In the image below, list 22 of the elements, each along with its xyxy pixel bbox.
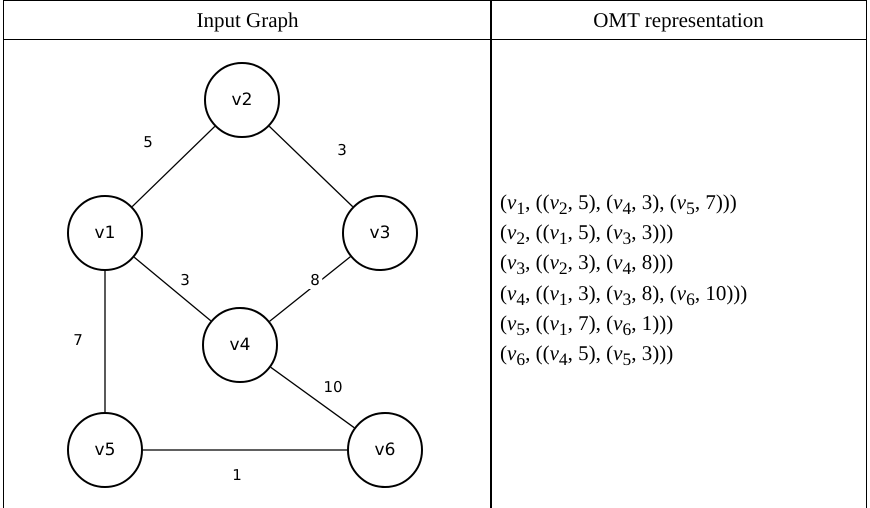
edge-weight: 8 (308, 271, 322, 289)
column-header: OMT representation (490, 0, 867, 40)
vertex-circle: v6 (347, 412, 423, 488)
edge-line (104, 271, 106, 412)
vertex-circle: v4 (202, 307, 278, 383)
vertex-circle: v2 (204, 62, 280, 138)
formula-text: (v$_{6}$, ((v$_{4}$, 5), (v$_{5}$, 3))) (500, 340, 674, 372)
vertex-circle: v1 (67, 195, 143, 271)
formula-text: (v$_{4}$, ((v$_{1}$, 3), (v$_{3}$, 8), (v$_{6}$, 10))) (500, 280, 748, 311)
edge-line (134, 256, 212, 322)
formula-text: (v$_{1}$, ((v$_{2}$, 5), (v$_{4}$, 3), (v$_{5}$, 7))) (500, 190, 738, 220)
formula-text: (v$_{5}$, ((v$_{1}$, 7), (v$_{6}$, 1))) (500, 310, 674, 341)
edge-line (132, 126, 216, 207)
column-header: Input Graph (3, 0, 492, 40)
vertex-circle: v3 (342, 195, 418, 271)
edge-line (143, 449, 347, 451)
edge-line (269, 256, 351, 322)
formula-text: (v$_{2}$, ((v$_{1}$, 5), (v$_{3}$, 3))) (500, 220, 674, 250)
formula-text: (v$_{3}$, ((v$_{2}$, 3), (v$_{4}$, 8))) (500, 250, 674, 281)
edge-line (268, 126, 354, 208)
vertex-circle: v5 (67, 412, 143, 488)
edge-line (270, 366, 355, 428)
